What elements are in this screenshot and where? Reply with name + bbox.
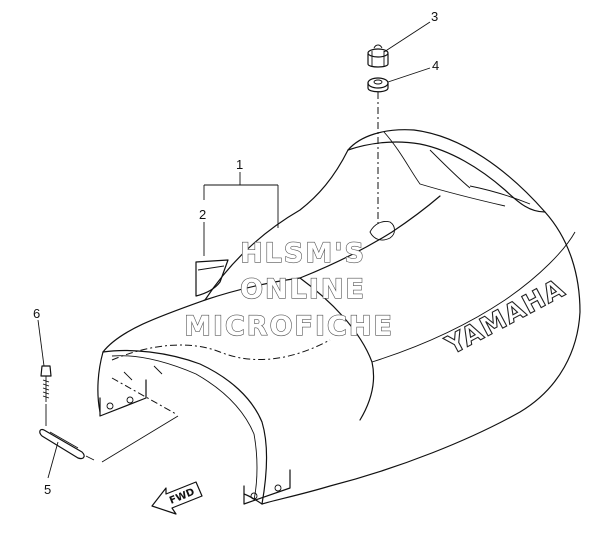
fwd-arrow-icon: FWD bbox=[151, 481, 203, 515]
callout-leaders bbox=[37, 21, 431, 479]
watermark: HLSM'S ONLINE MICROFICHE bbox=[183, 237, 394, 342]
callout-5: 5 bbox=[44, 482, 51, 497]
callout-2: 2 bbox=[199, 207, 206, 222]
watermark-line-2: ONLINE bbox=[240, 274, 366, 305]
callout-4: 4 bbox=[432, 58, 439, 73]
callout-6: 6 bbox=[33, 306, 40, 321]
watermark-line-1: HLSM'S bbox=[240, 238, 366, 269]
washer-part-4 bbox=[367, 77, 389, 93]
watermark-line-3: MICROFICHE bbox=[184, 311, 394, 342]
bolt-part-6 bbox=[40, 365, 52, 402]
clip-part-5 bbox=[39, 428, 85, 460]
leader-clip bbox=[85, 415, 179, 463]
seat-brand-logo: YAMAHA bbox=[440, 273, 570, 361]
nut-part-3 bbox=[367, 44, 389, 68]
callout-3: 3 bbox=[431, 9, 438, 24]
callout-1: 1 bbox=[236, 157, 243, 172]
seat-assembly bbox=[97, 129, 581, 505]
